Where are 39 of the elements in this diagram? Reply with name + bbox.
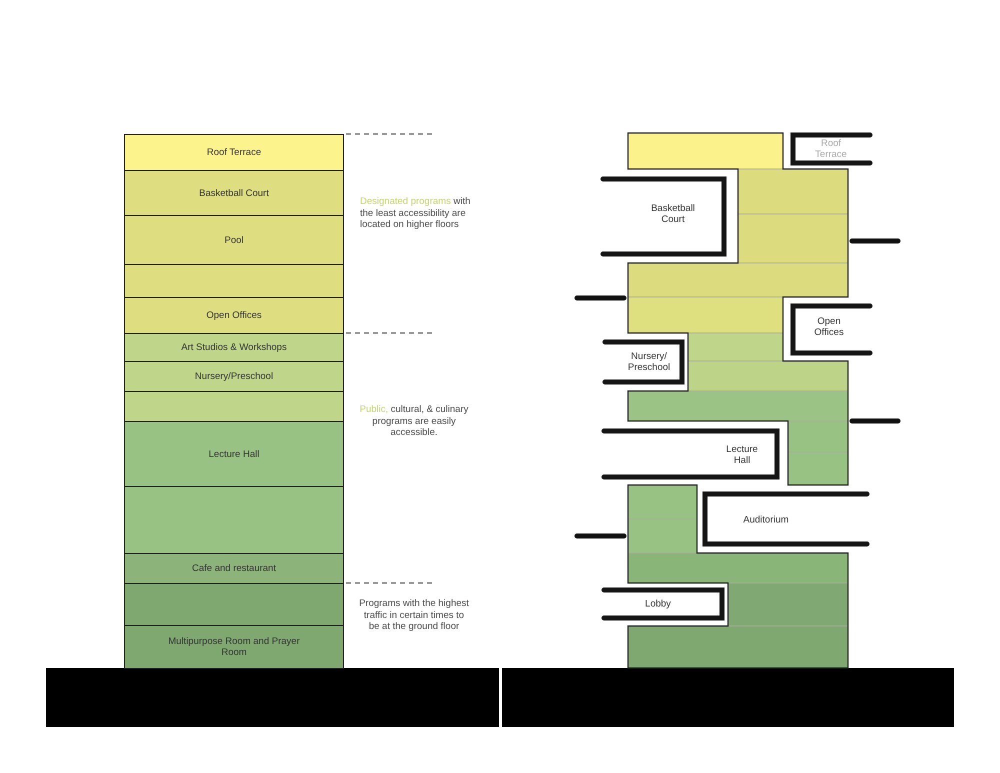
floor-label: Multipurpose Room and Prayer Room: [167, 636, 301, 658]
room-label: Basketball Court: [650, 203, 696, 225]
floor-band: [124, 134, 344, 171]
room-label: Roof Terrace: [814, 138, 848, 160]
annotation-text: Programs with the highest traffic in certain times to be at the ground floor: [358, 598, 470, 632]
annotation-text: Designated programs with the least accessibility are located on higher floors: [360, 196, 472, 230]
floor-label: Open Offices: [206, 310, 262, 321]
room-bracket: [601, 428, 780, 480]
floor-band: [124, 264, 344, 298]
floor-label: Pool: [224, 234, 244, 246]
room-bracket: [602, 339, 685, 385]
floor-band: [124, 297, 344, 334]
room-label: Lobby: [644, 598, 672, 610]
floor-band: [124, 583, 344, 626]
floor-band: [124, 170, 344, 216]
room-bracket: [601, 587, 725, 621]
floor-label: Roof Terrace: [206, 147, 262, 158]
room-label: Open Offices: [813, 316, 845, 338]
floor-label: Basketball Court: [199, 188, 269, 198]
room-bracket: [600, 176, 727, 257]
room-bracket: [790, 303, 873, 356]
floor-band: [124, 333, 344, 362]
floor-band: [124, 215, 344, 265]
floor-label: Lecture Hall: [208, 448, 260, 460]
room-bracket: [702, 491, 870, 547]
room-label: Lecture Hall: [725, 444, 759, 466]
floor-label: Cafe and restaurant: [192, 563, 276, 574]
floor-band: [124, 553, 344, 584]
floor-band: [124, 391, 344, 422]
floor-band: [124, 361, 344, 392]
floor-label: Art Studios & Workshops: [181, 342, 287, 353]
floor-band: [124, 625, 344, 669]
room-label: Nursery/ Preschool: [626, 351, 672, 373]
room-label: Auditorium: [742, 514, 790, 526]
room-bracket: [790, 132, 873, 166]
floor-band: [124, 486, 344, 554]
floor-band: [124, 421, 344, 487]
annotation-text: Public, cultural, & culinary programs are easily accessible.: [358, 404, 470, 438]
floor-label: Nursery/Preschool: [194, 371, 274, 382]
